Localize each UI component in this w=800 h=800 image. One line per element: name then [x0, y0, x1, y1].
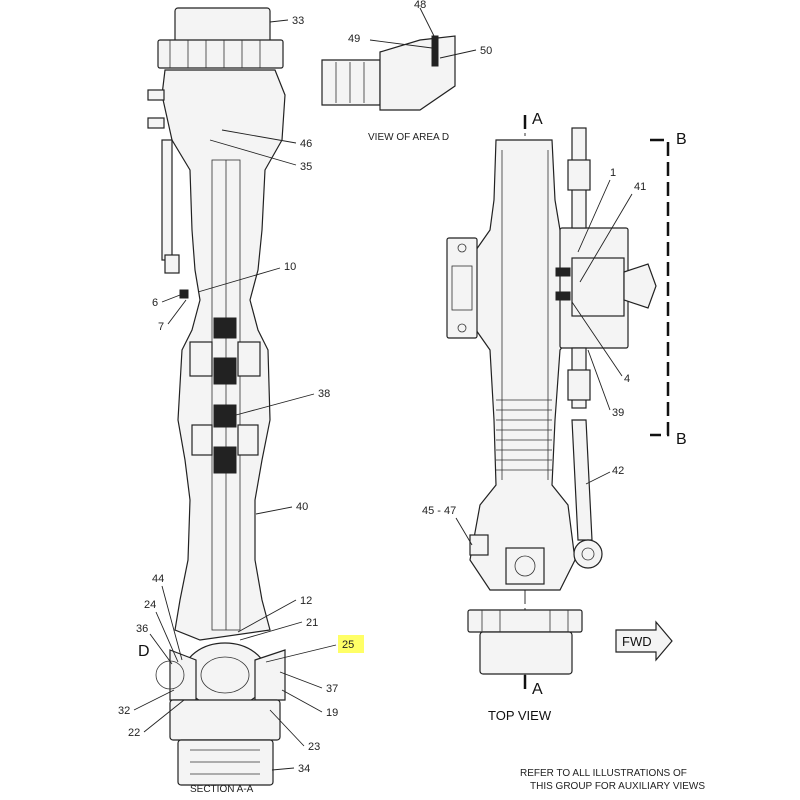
top-view: A A B B	[422, 111, 687, 723]
section-a-top-marker: A	[532, 111, 543, 128]
callout-41: 41	[634, 181, 646, 193]
section-a-a-caption: SECTION A-A	[190, 784, 254, 795]
callout-10: 10	[284, 261, 296, 273]
callout-32: 32	[118, 705, 130, 717]
callout-22: 22	[128, 727, 140, 739]
section-b-top-marker: B	[676, 131, 687, 148]
callout-36: 36	[136, 623, 148, 635]
lower-housing	[169, 699, 281, 741]
part-33-cover	[174, 7, 271, 44]
area-d-label: D	[138, 643, 150, 660]
callout-46: 46	[300, 138, 312, 150]
disc-stack-1	[213, 317, 237, 339]
callout-25-highlight	[338, 635, 364, 653]
callout-21: 21	[306, 617, 318, 629]
part-33-flange	[157, 39, 284, 69]
callout-12: 12	[300, 595, 312, 607]
callout-44: 44	[152, 573, 164, 585]
part-34-hub	[177, 739, 274, 786]
view-of-area-d-caption: VIEW OF AREA D	[368, 132, 449, 143]
top-view-caption: TOP VIEW	[488, 708, 552, 723]
callout-23: 23	[308, 741, 320, 753]
callout-48: 48	[414, 0, 426, 11]
callout-50: 50	[480, 45, 492, 57]
top-view-housing	[469, 139, 576, 591]
center-hub	[505, 547, 545, 585]
lower-pivot	[573, 539, 603, 569]
part-6-bolt	[179, 289, 189, 299]
fwd-arrow	[615, 620, 673, 662]
left-mount-bracket	[446, 237, 478, 339]
callout-38: 38	[318, 388, 330, 400]
callout-45-47: 45 - 47	[422, 505, 456, 517]
callout-42: 42	[612, 465, 624, 477]
section-b-bottom-marker: B	[676, 431, 687, 448]
view-of-area-d: 48 49 50 VIEW OF AREA D	[321, 0, 492, 143]
section-a-bottom-marker: A	[532, 681, 543, 698]
callout-35: 35	[300, 161, 312, 173]
callout-6: 6	[152, 297, 158, 309]
reference-note-line-2: THIS GROUP FOR AUXILIARY VIEWS	[530, 781, 705, 792]
callout-40: 40	[296, 501, 308, 513]
fitting-left	[147, 89, 165, 101]
callout-7: 7	[158, 321, 164, 333]
callout-24: 24	[144, 599, 156, 611]
section-a-a-view	[147, 7, 286, 786]
callout-25: 25	[342, 639, 354, 651]
part-42-steering-rod	[571, 419, 593, 541]
callout-19: 19	[326, 707, 338, 719]
callout-49: 49	[348, 33, 360, 45]
callout-39: 39	[612, 407, 624, 419]
callout-33: 33	[292, 15, 304, 27]
section-a-a-callouts: 33 46 35 10 6 7 38 40 44 24 36 12 21 25 …	[118, 15, 364, 795]
upper-housing	[161, 69, 286, 641]
bottom-flange	[467, 609, 583, 633]
callout-34: 34	[298, 763, 310, 775]
reference-note-line-1: REFER TO ALL ILLUSTRATIONS OF	[520, 768, 687, 779]
disc-stack-2	[213, 357, 237, 385]
disc-stack-3	[213, 404, 237, 428]
callout-1: 1	[610, 167, 616, 179]
callout-4: 4	[624, 373, 630, 385]
disc-stack-4	[213, 446, 237, 474]
callout-37: 37	[326, 683, 338, 695]
fwd-label: FWD	[622, 634, 652, 649]
